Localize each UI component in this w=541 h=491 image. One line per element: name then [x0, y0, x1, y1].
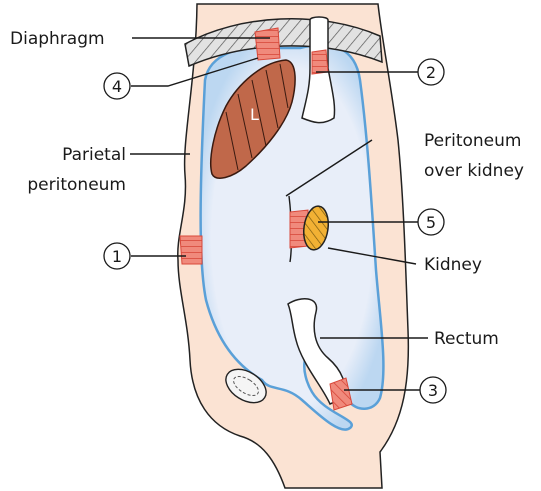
- marker-1-label: 1: [112, 247, 122, 266]
- marker-5-label: 5: [426, 213, 436, 232]
- attachment-4: [255, 28, 280, 60]
- label-over-kidney-1: Peritoneum: [424, 131, 521, 151]
- label-rectum: Rectum: [434, 329, 499, 349]
- liver-label: L: [250, 105, 259, 124]
- marker-2-label: 2: [426, 63, 436, 82]
- marker-3-label: 3: [428, 381, 438, 400]
- label-diaphragm: Diaphragm: [10, 29, 105, 49]
- marker-4-label: 4: [112, 77, 122, 96]
- label-parietal-2: peritoneum: [27, 175, 126, 195]
- label-over-kidney-2: over kidney: [424, 161, 524, 181]
- attachment-1: [180, 236, 202, 264]
- label-kidney: Kidney: [424, 255, 482, 275]
- label-parietal-1: Parietal: [62, 145, 126, 165]
- attachment-2: [312, 50, 328, 74]
